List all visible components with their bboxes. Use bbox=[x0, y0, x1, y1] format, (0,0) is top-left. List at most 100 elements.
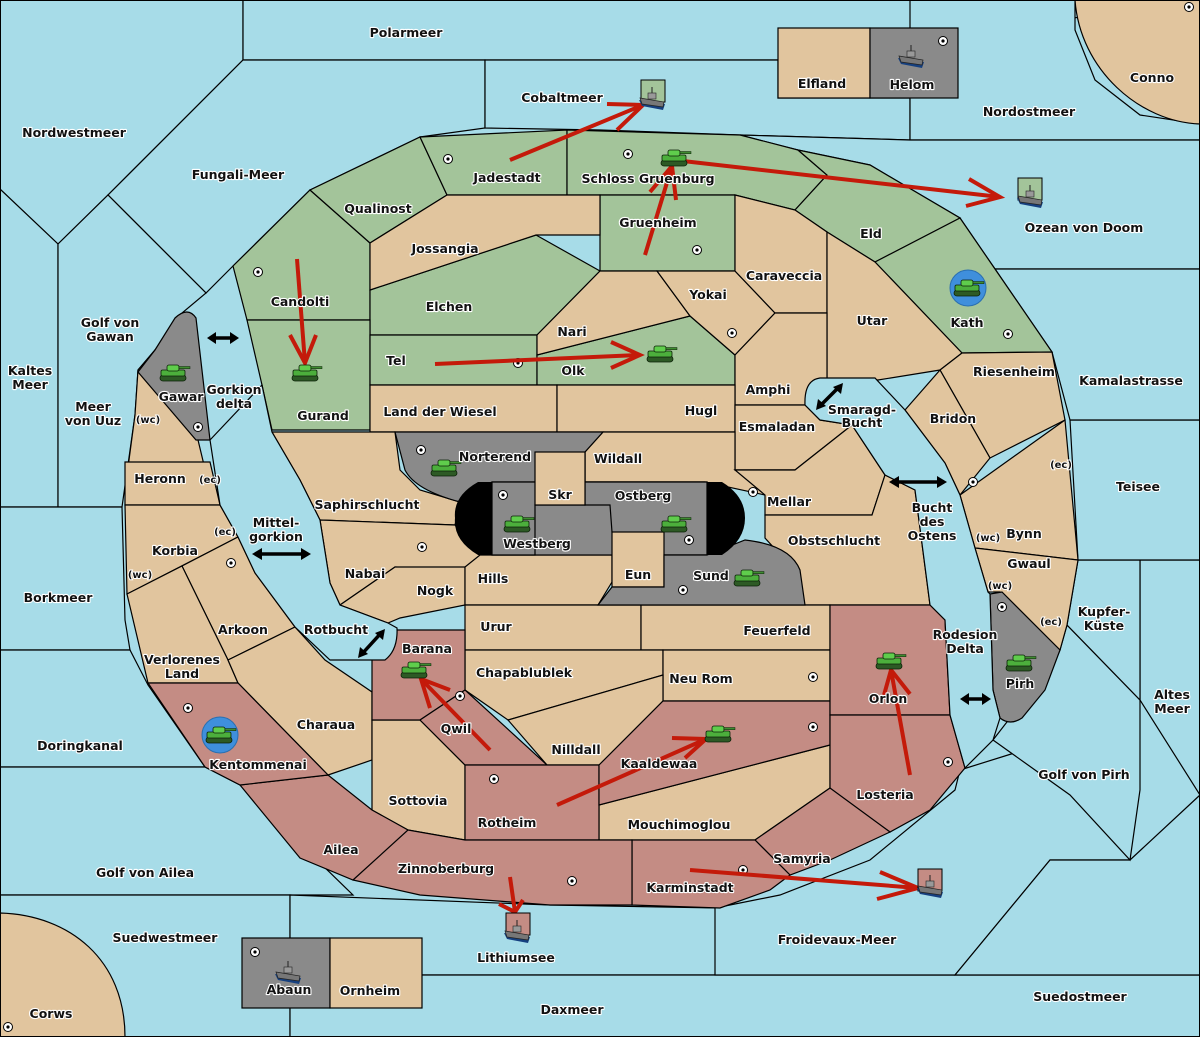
label-mouchimoglou: Mouchimoglou bbox=[628, 817, 731, 832]
label-bucht-des-ostens-3: Ostens bbox=[908, 528, 957, 543]
label-arkoon: Arkoon bbox=[218, 622, 268, 637]
supply-center-icon bbox=[498, 490, 508, 500]
region-jadestadt[interactable] bbox=[419, 129, 568, 196]
label-elfland: Elfland bbox=[798, 76, 846, 91]
region-gruenheim[interactable] bbox=[599, 194, 736, 272]
label-gorkion-delta-1: Gorkion bbox=[206, 382, 261, 397]
label-mittelgorkion-1: Mittel- bbox=[253, 515, 300, 530]
label-tel: Tel bbox=[386, 353, 406, 368]
label-obstschlucht: Obstschlucht bbox=[788, 533, 880, 548]
label-chapablublek: Chapablublek bbox=[476, 665, 573, 680]
fleet-unit[interactable] bbox=[1016, 177, 1044, 209]
supply-center-icon bbox=[567, 876, 577, 886]
label-nogk: Nogk bbox=[417, 583, 454, 598]
supply-center-icon bbox=[489, 774, 499, 784]
fleet-unit[interactable] bbox=[916, 868, 944, 899]
label-kupfer-kueste-2: Küste bbox=[1084, 618, 1124, 633]
region-suedostmeer[interactable] bbox=[953, 794, 1200, 976]
label-qwil: Qwil bbox=[441, 721, 472, 736]
dislodged-army-unit[interactable] bbox=[949, 269, 987, 307]
dislodged-army-unit[interactable] bbox=[201, 716, 239, 754]
order-arrow bbox=[434, 340, 645, 370]
inner-waters bbox=[209, 377, 1001, 770]
label-helom: Helom bbox=[890, 77, 935, 92]
label-heronn: Heronn bbox=[134, 471, 186, 486]
label-esmaladan: Esmaladan bbox=[739, 419, 815, 434]
label-norterend: Norterend bbox=[459, 449, 531, 464]
fleet-unit[interactable] bbox=[503, 912, 531, 944]
label-schloss-gruenburg: Schloss Gruenburg bbox=[581, 171, 714, 186]
label-samyria: Samyria bbox=[773, 851, 831, 866]
supply-center-icon bbox=[943, 757, 953, 767]
label-qualinost: Qualinost bbox=[344, 201, 411, 216]
label-smaragd-bucht-2: Bucht bbox=[842, 415, 883, 430]
label-skr: Skr bbox=[548, 487, 572, 502]
region-jossangia[interactable] bbox=[369, 194, 601, 291]
land-regions bbox=[124, 129, 1079, 909]
fleet-unit[interactable] bbox=[638, 79, 666, 111]
region-skr[interactable] bbox=[534, 451, 586, 506]
label-gruenheim: Gruenheim bbox=[619, 215, 696, 230]
label-hugl: Hugl bbox=[685, 403, 718, 418]
region-bucht-des-ostens[interactable] bbox=[804, 377, 1001, 770]
label-candolti: Candolti bbox=[271, 294, 330, 309]
coast-tag-bynn-wc: (wc) bbox=[976, 533, 1000, 544]
region-borkmeer[interactable] bbox=[0, 506, 131, 651]
label-nilldall: Nilldall bbox=[551, 742, 600, 757]
coast-tag-gawar-wc: (wc) bbox=[136, 415, 160, 426]
region-conno[interactable] bbox=[1074, 0, 1200, 125]
label-ailea: Ailea bbox=[323, 842, 358, 857]
double-arrow-icon bbox=[889, 476, 947, 488]
label-altes-meer-2: Meer bbox=[1154, 701, 1190, 716]
label-gorkion-delta-2: delta bbox=[216, 396, 252, 411]
label-eun: Eun bbox=[625, 567, 651, 582]
label-losteria: Losteria bbox=[856, 787, 913, 802]
label-golf-von-gawan-2: Gawan bbox=[86, 329, 134, 344]
supply-center-icon bbox=[253, 267, 263, 277]
label-ornheim: Ornheim bbox=[340, 983, 400, 998]
coast-tag-heronn-ec: (ec) bbox=[199, 475, 221, 486]
label-rodesion-delta-2: Delta bbox=[946, 641, 984, 656]
supply-center-icon bbox=[443, 154, 453, 164]
region-corws[interactable] bbox=[0, 912, 126, 1037]
region-riesenheim[interactable] bbox=[939, 351, 1066, 459]
supply-center-icon bbox=[748, 487, 758, 497]
region-zinnoberburg[interactable] bbox=[352, 829, 633, 906]
region-ornheim[interactable] bbox=[329, 937, 423, 1009]
double-arrow-icon bbox=[816, 383, 843, 410]
region-sund[interactable] bbox=[596, 539, 806, 606]
label-abaun: Abaun bbox=[267, 982, 312, 997]
supply-center-icon bbox=[684, 535, 694, 545]
label-neu-rom: Neu Rom bbox=[669, 671, 732, 686]
label-rotheim: Rotheim bbox=[478, 815, 537, 830]
label-kentommenai: Kentommenai bbox=[209, 757, 307, 772]
supply-center-icon bbox=[416, 445, 426, 455]
label-riesenheim: Riesenheim bbox=[973, 364, 1055, 379]
label-fungali-meer: Fungali-Meer bbox=[192, 167, 285, 182]
supply-center-icon bbox=[1184, 2, 1194, 12]
label-kaltes-meer-2: Meer bbox=[12, 377, 48, 392]
label-nordwestmeer: Nordwestmeer bbox=[22, 125, 127, 140]
label-corws: Corws bbox=[30, 1006, 73, 1021]
label-orlon: Orlon bbox=[869, 691, 908, 706]
label-sund: Sund bbox=[693, 568, 729, 583]
region-daxmeer[interactable] bbox=[289, 974, 1200, 1037]
label-bucht-des-ostens-2: des bbox=[920, 514, 945, 529]
label-altes-meer-1: Altes bbox=[1154, 687, 1190, 702]
coast-tag-bynn-ec: (ec) bbox=[1050, 460, 1072, 471]
supply-center-icon bbox=[1003, 329, 1013, 339]
label-doringkanal: Doringkanal bbox=[37, 738, 123, 753]
region-mittelgorkion[interactable] bbox=[209, 383, 398, 661]
label-utar: Utar bbox=[857, 313, 889, 328]
order-arrow bbox=[288, 258, 318, 368]
impassable-west bbox=[454, 482, 492, 555]
label-kaaldewaa: Kaaldewaa bbox=[621, 756, 698, 771]
label-verlorenes-land-1: Verlorenes bbox=[144, 652, 220, 667]
order-arrow bbox=[882, 665, 912, 776]
label-golf-von-ailea: Golf von Ailea bbox=[96, 865, 194, 880]
label-nordostmeer: Nordostmeer bbox=[983, 104, 1076, 119]
supply-center-icon bbox=[183, 703, 193, 713]
region-kaltes-meer[interactable] bbox=[0, 188, 59, 508]
